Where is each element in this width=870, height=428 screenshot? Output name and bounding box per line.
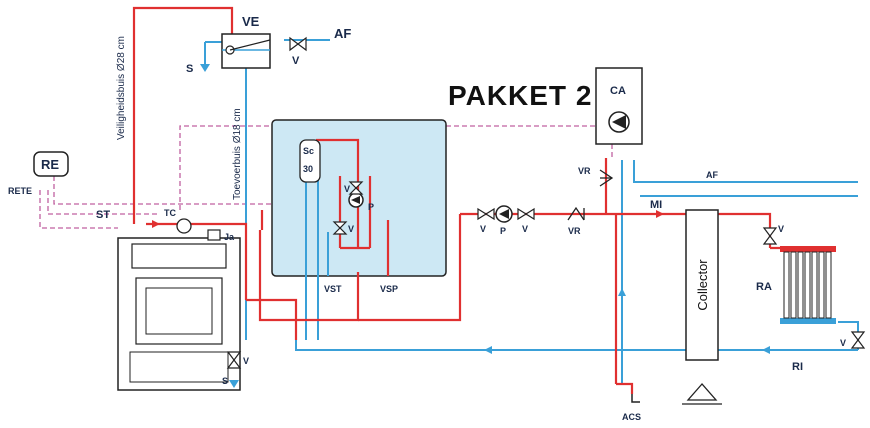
check-valves	[567, 169, 614, 221]
radiator	[780, 246, 836, 324]
tc-sensor	[176, 218, 192, 234]
pump-main	[495, 205, 513, 223]
label-s-bottom: S	[222, 376, 228, 386]
label-v-ra-bottom: V	[840, 338, 846, 348]
title: PAKKET 2	[448, 80, 592, 111]
arrow-cold-2	[762, 346, 770, 354]
label-v-top: V	[292, 55, 300, 67]
label-af-top: AF	[334, 26, 351, 41]
label-sc-num: 30	[303, 164, 313, 174]
expansion-vessel	[221, 33, 271, 69]
arrow-hot-1	[152, 220, 160, 228]
label-p-inner: P	[368, 202, 374, 212]
label-safety-pipe: Veiligheidsbuis Ø28 cm	[116, 36, 127, 140]
label-re: RE	[41, 157, 59, 172]
stove	[117, 229, 241, 391]
label-supply-pipe: Toevoerbuis Ø18 cm	[232, 108, 243, 200]
sc-tank	[299, 139, 321, 183]
label-v-pump-left: V	[480, 224, 486, 234]
label-mi: MI	[650, 199, 662, 211]
label-ra: RA	[756, 281, 772, 293]
collector-stand	[682, 383, 722, 405]
label-st: ST	[96, 209, 110, 221]
label-vr-bottom: VR	[568, 226, 581, 236]
label-s-top: S	[186, 63, 193, 75]
label-sc: Sc	[303, 146, 314, 156]
label-v-inner2: V	[348, 224, 354, 234]
label-ja: Ja	[224, 232, 235, 242]
valves	[226, 36, 866, 369]
label-vst: VST	[324, 284, 342, 294]
arrow-cold-1	[484, 346, 492, 354]
signal-lines	[39, 125, 613, 229]
arrow-cold-3	[618, 288, 626, 296]
pump-inner	[348, 192, 364, 208]
arrow-s-top	[200, 64, 210, 72]
label-ve: VE	[242, 14, 260, 29]
ca-boiler	[595, 67, 643, 145]
label-ri: RI	[792, 361, 803, 373]
arrow-hot-2	[656, 210, 664, 218]
label-ca: CA	[610, 85, 626, 97]
collector-block	[685, 209, 719, 361]
acs-tap	[631, 394, 640, 403]
label-af-right: AF	[706, 170, 718, 180]
re-controller	[33, 151, 69, 177]
label-tc: TC	[164, 208, 176, 218]
label-v-pump-right: V	[522, 224, 528, 234]
label-p-pump: P	[500, 226, 506, 236]
label-rete: RETE	[8, 186, 32, 196]
flow-arrows	[152, 64, 770, 388]
label-collector: Collector	[695, 259, 710, 311]
label-v-bottom: V	[243, 356, 249, 366]
label-acs: ACS	[622, 412, 641, 422]
label-v-ra-top: V	[778, 224, 784, 234]
label-vsp: VSP	[380, 284, 398, 294]
arrow-s-bottom	[229, 380, 239, 388]
label-vr-top: VR	[578, 166, 591, 176]
label-v-inner1: V	[344, 184, 350, 194]
